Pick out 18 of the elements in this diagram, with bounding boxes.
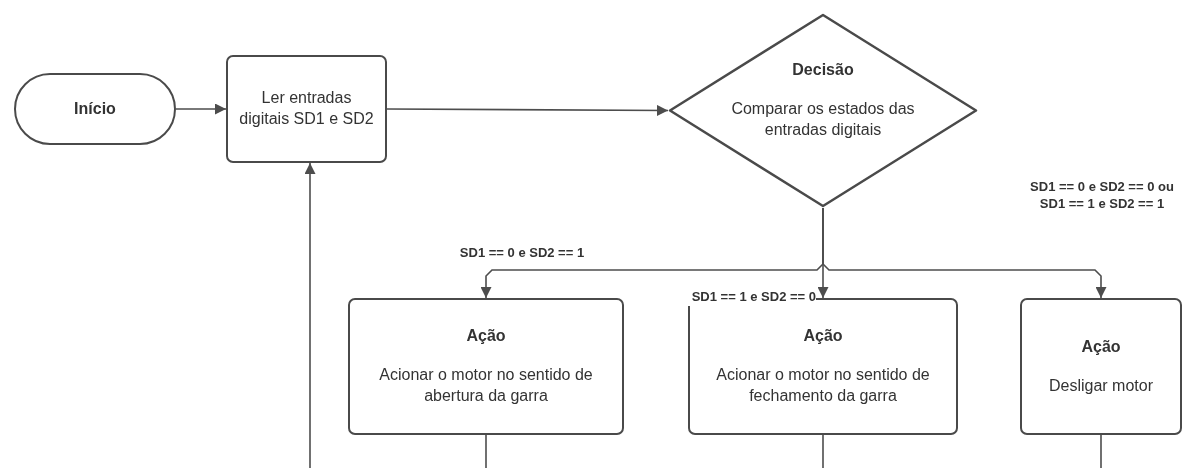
decision-diamond (668, 13, 978, 208)
process-box (1020, 298, 1182, 435)
heading: Ação (466, 326, 506, 347)
arrow (386, 104, 669, 116)
process-box (226, 55, 387, 163)
heading: Ação (803, 326, 843, 347)
box-text: Desligar motor (1049, 375, 1153, 396)
arrow (822, 207, 1107, 299)
box-text: Acionar o motor no sentido de abertura da garra (378, 365, 594, 406)
box-text: Início (74, 98, 116, 119)
heading: Ação (1081, 336, 1121, 357)
box-text: Comparar os estados das entradas digitais (730, 99, 916, 140)
box-text: Acionar o motor no sentido de fechamento da garra (715, 365, 931, 406)
process-box (348, 298, 624, 435)
heading: Decisão (792, 60, 854, 81)
arrow (304, 162, 316, 468)
box-text: Ler entradas digitais SD1 e SD2 (238, 88, 375, 129)
arrow (175, 103, 227, 115)
